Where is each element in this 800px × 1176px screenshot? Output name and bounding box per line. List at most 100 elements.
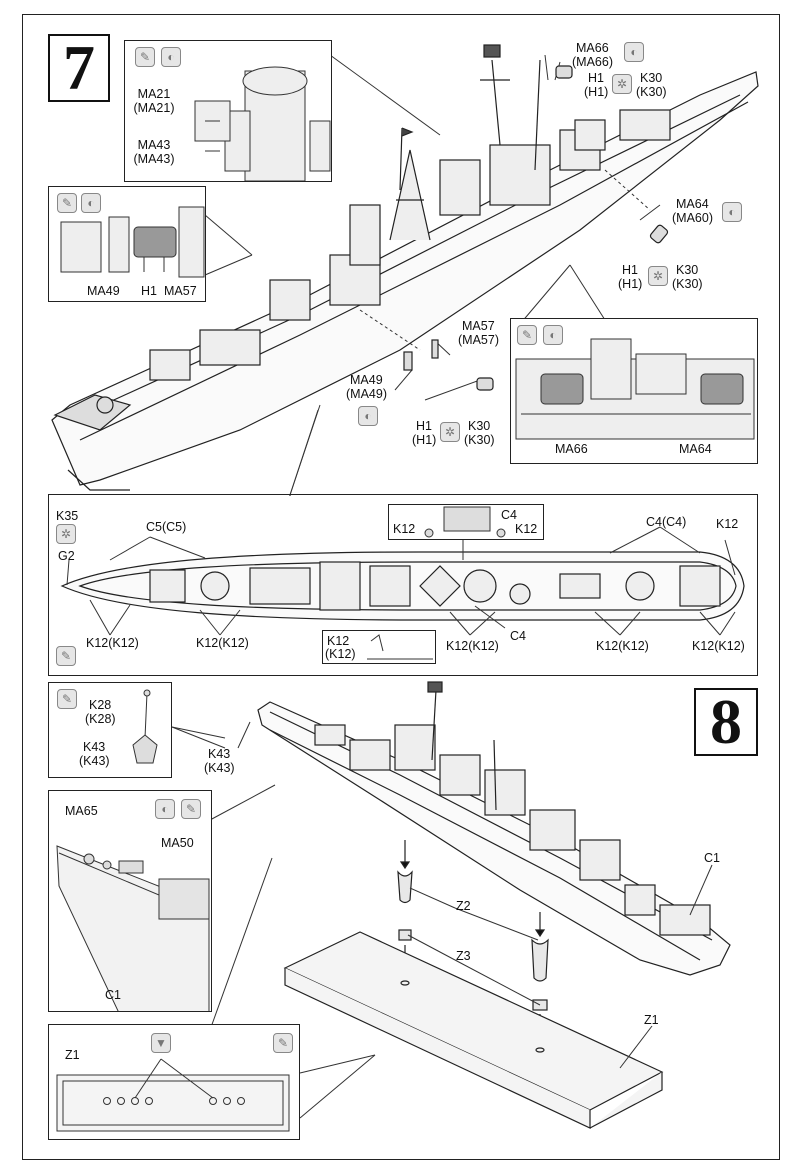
label-h1-c: H1: [416, 419, 432, 433]
step7-topview-leaders: [66, 526, 736, 636]
detail-1-drawing: [424, 506, 506, 538]
step7-superstructure: [149, 44, 671, 381]
glue-icon: ✎: [57, 193, 77, 213]
label-ma21-paren: (MA21): [133, 101, 175, 115]
label-c1-inset: C1: [105, 988, 121, 1002]
detail-2-drawing: [367, 634, 433, 660]
label-k12-e: K12(K12): [692, 639, 745, 653]
label-h1-c-paren: (H1): [412, 433, 437, 447]
glue-icon: ✎: [135, 47, 155, 67]
step7-small-parts: [403, 65, 669, 391]
page-frame: [22, 14, 780, 1160]
label-ma49-paren: (MA49): [346, 387, 387, 401]
label-ma43-paren: (MA43): [133, 152, 175, 166]
label-ma57-paren: (MA57): [458, 333, 499, 347]
label-detail-k12-right: K12: [515, 522, 538, 536]
label-z3: Z3: [456, 949, 471, 963]
label-c4-pair: C4(C4): [646, 515, 687, 529]
label-ma64-paren: (MA60): [672, 211, 713, 225]
label-detail-k12-left: K12: [393, 522, 416, 536]
label-k35: K35: [56, 509, 79, 523]
label-z1-inset: Z1: [65, 1048, 80, 1062]
label-k12-c: K12(K12): [446, 639, 499, 653]
anchor-drawing: [132, 689, 158, 764]
step-number-8: 8: [694, 686, 758, 757]
label-ma21: MA21: [137, 87, 171, 101]
label-k12-d: K12(K12): [596, 639, 649, 653]
label-k30-c: K30: [468, 419, 491, 433]
label-ma49: MA49: [87, 284, 120, 298]
label-ma49: MA49: [350, 373, 383, 387]
step7-topview: [60, 495, 745, 621]
label-ma64: MA64: [676, 197, 709, 211]
glue-icon: ✎: [181, 799, 201, 819]
label-h1-a-paren: (H1): [584, 85, 609, 99]
step-number-7: 7: [48, 32, 110, 103]
step8-display-base: [283, 931, 664, 1129]
base-detail-drawing: [56, 1058, 290, 1132]
photo-etch-icon: ✲: [648, 266, 668, 286]
label-k43: K43: [83, 740, 106, 754]
glue-icon: ✎: [273, 1033, 293, 1053]
label-k12-top: K12: [716, 517, 739, 531]
label-ma66-paren: (MA66): [572, 55, 613, 69]
inset-topview-detail-1: K12 C4 K12: [388, 504, 544, 540]
glue-icon: ✎: [57, 689, 77, 709]
label-z2: Z2: [456, 899, 471, 913]
label-detail2-k12: K12: [327, 634, 350, 648]
label-c5: C5(C5): [146, 520, 187, 534]
inset-base-detail: ▼ ✎ Z1: [48, 1024, 300, 1140]
inset-topview-frame: [48, 494, 758, 676]
inset-right-detail: ✎ ◐ MA66 MA64: [510, 318, 758, 464]
label-ma57: MA57: [164, 284, 197, 298]
inset-top-detail: ✎ ◐ MA21 (MA21) MA43 (MA43): [124, 40, 332, 182]
bow-detail-drawing: [56, 845, 210, 1011]
drill-icon: ▼: [151, 1033, 171, 1053]
label-k12-a: K12(K12): [86, 636, 139, 650]
label-c4-bottom: C4: [510, 629, 526, 643]
mast-detail-drawing: [194, 66, 331, 181]
paint-icon: ◐: [81, 193, 101, 213]
label-ma65: MA65: [65, 804, 98, 818]
label-c1: C1: [704, 851, 720, 865]
right-detail-drawing: [515, 338, 755, 440]
inset-anchor: ✎ K28 (K28) K43 (K43): [48, 682, 172, 778]
step8-superstructure: [314, 681, 711, 936]
photo-etch-icon: ✲: [612, 74, 632, 94]
label-h1-a: H1: [588, 71, 604, 85]
label-ma57: MA57: [462, 319, 495, 333]
label-detail2-k12-paren: (K12): [325, 647, 356, 661]
inset-bow-detail: ◐ ✎ MA65 MA50 C1: [48, 790, 212, 1012]
label-ma64-inset: MA64: [679, 442, 712, 456]
label-h1-b-paren: (H1): [618, 277, 643, 291]
label-k30-b-paren: (K30): [672, 277, 703, 291]
paint-icon: ◐: [722, 202, 742, 222]
label-z1: Z1: [644, 1013, 659, 1027]
label-k28-paren: (K28): [85, 712, 116, 726]
label-k43-callout: K43: [208, 747, 231, 761]
label-k30-c-paren: (K30): [464, 433, 495, 447]
label-k43-paren: (K43): [79, 754, 110, 768]
inset-left-detail: ✎ ◐ MA49 H1 MA57: [48, 186, 206, 302]
paint-icon: ◐: [155, 799, 175, 819]
label-k30-a: K30: [640, 71, 663, 85]
step7-bow-deck: [53, 394, 132, 431]
label-k12-b: K12(K12): [196, 636, 249, 650]
label-g2: G2: [58, 549, 75, 563]
label-k28: K28: [89, 698, 112, 712]
step8-leaders: [171, 721, 713, 1119]
label-detail-c4: C4: [501, 508, 517, 522]
left-detail-drawing: [60, 206, 205, 278]
paint-icon: ◐: [161, 47, 181, 67]
label-k43-callout-paren: (K43): [204, 761, 235, 775]
label-k30-b: K30: [676, 263, 699, 277]
inset-topview-detail-2: K12 (K12): [322, 630, 436, 664]
photo-etch-icon: ✲: [56, 524, 76, 544]
label-ma66-inset: MA66: [555, 442, 588, 456]
label-ma43: MA43: [137, 138, 171, 152]
paint-icon: ◐: [624, 42, 644, 62]
label-ma50: MA50: [161, 836, 194, 850]
label-h1-b: H1: [622, 263, 638, 277]
glue-icon: ✎: [517, 325, 537, 345]
